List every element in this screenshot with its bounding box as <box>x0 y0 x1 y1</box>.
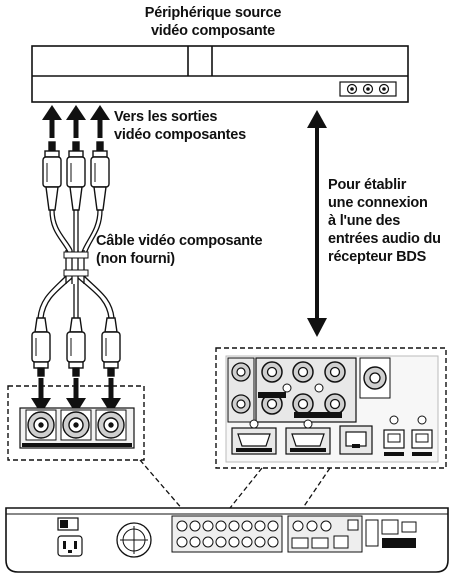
top-plug-y <box>42 141 62 211</box>
top-rca-plugs <box>42 141 110 211</box>
component-input-detail <box>7 385 145 461</box>
audio-line2: une connexion <box>328 195 428 211</box>
audio-connection-arrow <box>307 110 327 337</box>
audio-line1: Pour établir <box>328 177 407 193</box>
source-title-line2: vidéo composante <box>150 23 276 39</box>
source-device-title: Périphérique source vidéo composante <box>108 4 318 40</box>
cable-line1: Câble vidéo composante <box>96 233 263 249</box>
audio-input-detail <box>215 347 447 469</box>
audio-connection-label: Pour établir une connexion à l'une des e… <box>328 176 441 266</box>
arrows-to-receiver <box>31 378 121 414</box>
cable-line2: (non fourni) <box>96 251 175 267</box>
bottom-plug-pr <box>101 317 121 377</box>
outputs-line2: vidéo composantes <box>114 127 246 143</box>
bottom-plug-pb <box>66 317 86 377</box>
bottom-rca-plugs <box>31 317 121 377</box>
audio-line4: entrées audio du <box>328 231 441 247</box>
source-title-line1: Périphérique source <box>144 5 282 21</box>
cable-label: Câble vidéo composante (non fourni) <box>96 232 263 268</box>
audio-line5: récepteur BDS <box>328 249 427 265</box>
bottom-plug-y <box>31 317 51 377</box>
bds-receiver <box>5 507 449 573</box>
source-device <box>31 45 409 103</box>
component-cable <box>37 209 115 319</box>
audio-line3: à l'une des <box>328 213 401 229</box>
outputs-line1: Vers les sorties <box>114 109 218 125</box>
top-plug-pb <box>66 141 86 211</box>
top-plug-pr <box>90 141 110 211</box>
outputs-label: Vers les sorties vidéo composantes <box>114 108 246 144</box>
arrows-to-outputs <box>42 105 110 138</box>
